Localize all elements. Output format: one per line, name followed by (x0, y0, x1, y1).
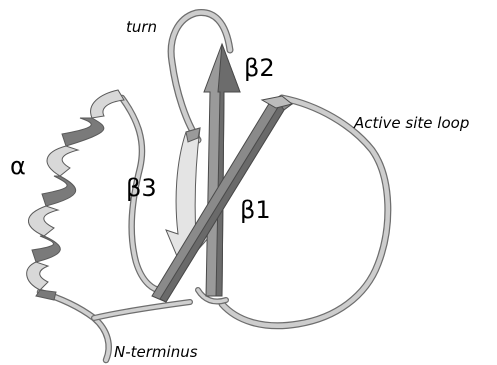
n-terminus-label: N-terminus (114, 345, 198, 360)
beta2-label: β2 (244, 56, 275, 80)
beta3-label: β3 (126, 176, 157, 200)
active-site-loop-label: Active site loop (354, 116, 469, 131)
alpha-helix (27, 90, 124, 300)
alpha-label: α (10, 154, 26, 178)
n-terminus-coil (40, 292, 109, 360)
beta1-label: β1 (240, 198, 271, 222)
turn-label: turn (126, 20, 157, 35)
